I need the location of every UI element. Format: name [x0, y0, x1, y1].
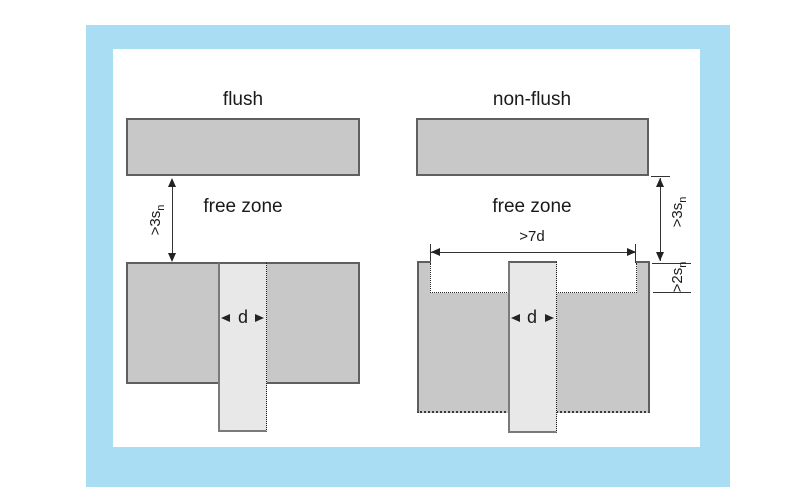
flush-free-zone-label: free zone	[203, 196, 283, 217]
recess-depth-extension-line-bottom	[653, 292, 691, 293]
non-flush-target-plate	[416, 118, 649, 176]
arrowhead-right-icon	[255, 314, 264, 322]
flush-title: flush	[222, 89, 264, 110]
left-wall-top-edge	[417, 261, 431, 263]
non-flush-free-zone-label: free zone	[492, 196, 572, 217]
arrowhead-up-icon	[168, 178, 176, 187]
arrowhead-up-icon	[656, 178, 664, 187]
recess-depth-label: >2sn	[668, 247, 689, 307]
arrowhead-left-icon	[431, 248, 440, 256]
arrowhead-right-icon	[545, 314, 554, 322]
recess-depth-extension-line-top	[652, 263, 691, 264]
flush-sensor-body	[218, 262, 267, 432]
non-flush-diameter-label: d	[526, 307, 537, 327]
flush-clearance-label: >3sn	[146, 190, 167, 250]
recess-width-label: >7d	[519, 228, 545, 245]
arrowhead-down-icon	[656, 252, 664, 261]
recess-depth-text: >2s	[669, 267, 686, 293]
recess-width-dimension-line	[431, 252, 635, 253]
non-flush-clearance-dimension-line	[660, 178, 661, 261]
flush-diameter-label: d	[237, 307, 248, 327]
non-flush-clearance-label: >3sn	[668, 182, 689, 242]
clearance-extension-line-top	[651, 176, 670, 177]
recess-width-extension-line-left	[430, 244, 431, 263]
non-flush-clearance-subscript: n	[677, 196, 689, 203]
arrowhead-left-icon	[511, 314, 520, 322]
flush-target-plate	[126, 118, 360, 176]
arrowhead-left-icon	[221, 314, 230, 322]
non-flush-title: non-flush	[492, 89, 572, 110]
non-flush-clearance-text: >3s	[669, 202, 686, 228]
flush-clearance-subscript: n	[155, 204, 167, 211]
non-flush-sensor-body	[508, 261, 557, 433]
flush-clearance-dimension-line	[172, 180, 173, 260]
flush-clearance-text: >3s	[147, 210, 164, 236]
arrowhead-right-icon	[627, 248, 636, 256]
recess-depth-subscript: n	[677, 261, 689, 268]
right-wall-top-edge	[636, 261, 650, 263]
arrowhead-down-icon	[168, 253, 176, 262]
